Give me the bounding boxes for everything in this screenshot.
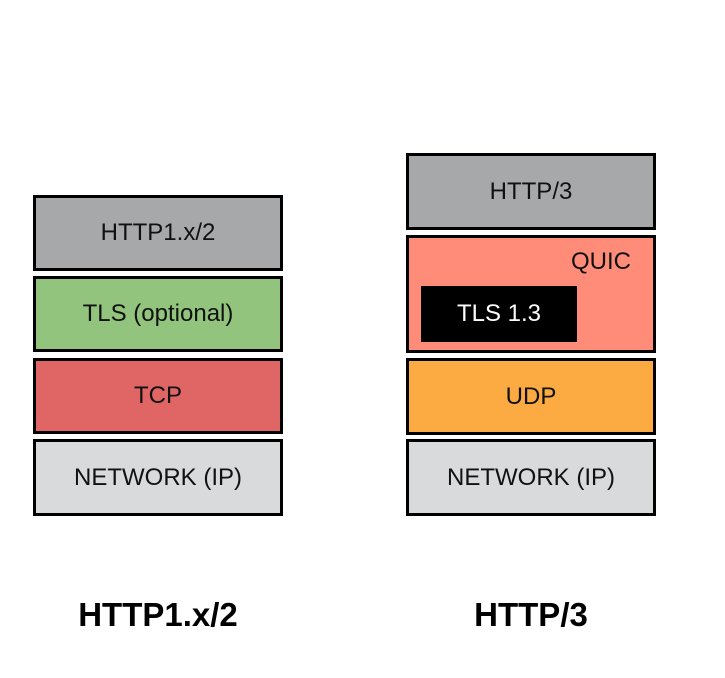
layer-udp: UDP: [406, 358, 656, 435]
quic-label: QUIC: [571, 248, 631, 275]
layer-network-ip-right: NETWORK (IP): [406, 439, 656, 516]
layer-tcp: TCP: [33, 358, 283, 434]
layer-http1x2: HTTP1.x/2: [33, 195, 283, 271]
layer-label: HTTP1.x/2: [100, 219, 216, 246]
layer-label: NETWORK (IP): [447, 463, 615, 491]
layer-label: TLS (optional): [82, 300, 234, 327]
layer-tls-optional: TLS (optional): [33, 276, 283, 352]
tls13-label: TLS 1.3: [456, 300, 542, 327]
caption-http1x2: HTTP1.x/2: [78, 596, 238, 633]
layer-http3: HTTP/3: [406, 153, 656, 230]
caption-http3: HTTP/3: [474, 596, 588, 633]
layer-network-ip-left: NETWORK (IP): [33, 439, 283, 516]
layer-tls-1-3: TLS 1.3: [421, 286, 577, 342]
layer-label: NETWORK (IP): [74, 463, 242, 491]
layer-label: TCP: [134, 382, 182, 409]
layer-label: UDP: [505, 382, 557, 410]
layer-quic: QUIC TLS 1.3: [406, 235, 656, 353]
layer-label: HTTP/3: [489, 177, 573, 205]
